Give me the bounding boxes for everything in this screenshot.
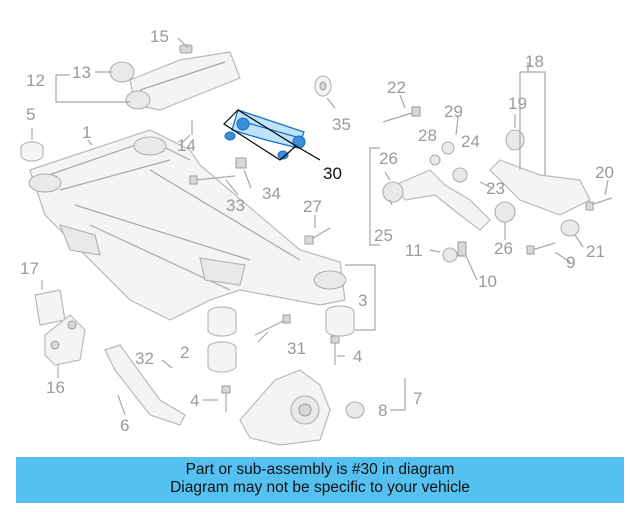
callout-27: 27 <box>303 197 322 216</box>
subframe <box>28 129 347 321</box>
callout-5: 5 <box>26 105 35 124</box>
callout-11: 11 <box>405 241 423 260</box>
callout-24: 24 <box>461 132 480 151</box>
toe-link <box>382 169 516 263</box>
trailing-strap <box>104 344 186 426</box>
callout-15: 15 <box>150 27 169 46</box>
info-banner: Part or sub-assembly is #30 in diagram D… <box>16 457 624 503</box>
callout-22: 22 <box>387 78 406 97</box>
callout-34: 34 <box>262 184 281 203</box>
callout-31: 31 <box>287 339 306 358</box>
callout-28: 28 <box>418 126 437 145</box>
callout-3: 3 <box>358 291 367 310</box>
callout-17: 17 <box>20 259 39 278</box>
callout-14: 14 <box>177 136 196 155</box>
knuckle <box>239 369 365 446</box>
callout-23: 23 <box>486 179 505 198</box>
callout-25: 25 <box>374 226 393 245</box>
callout-18: 18 <box>525 52 544 71</box>
callout-2: 2 <box>180 343 189 362</box>
callout-4a: 4 <box>353 347 362 366</box>
leader-lines <box>31 37 609 416</box>
banner-line-1: Part or sub-assembly is #30 in diagram <box>185 461 455 478</box>
callout-32: 32 <box>135 349 154 368</box>
callout-29: 29 <box>444 102 463 121</box>
callout-20: 20 <box>595 163 614 182</box>
callout-labels: 1 2 3 4 4 5 6 7 8 9 10 11 12 13 14 15 16… <box>20 27 614 435</box>
upper-control-arm <box>109 44 241 111</box>
bushing-5 <box>20 141 44 162</box>
callout-4b: 4 <box>190 391 199 410</box>
callout-26b: 26 <box>494 239 513 258</box>
callout-13: 13 <box>72 63 91 82</box>
callout-33: 33 <box>226 196 245 215</box>
callout-9: 9 <box>566 253 575 272</box>
callout-26a: 26 <box>379 149 398 168</box>
callout-7: 7 <box>413 389 422 408</box>
bushings <box>207 305 355 373</box>
callout-16: 16 <box>46 378 65 397</box>
callout-1: 1 <box>82 123 91 142</box>
callout-30: 30 <box>323 164 342 183</box>
parts-diagram: 1 2 3 4 4 5 6 7 8 9 10 11 12 13 14 15 16… <box>20 27 614 446</box>
highlighted-part-30 <box>224 109 306 169</box>
callout-8: 8 <box>378 401 387 420</box>
callout-21: 21 <box>586 242 605 261</box>
callout-19: 19 <box>508 94 527 113</box>
callout-35: 35 <box>332 115 351 134</box>
mount-bracket <box>34 289 86 366</box>
banner-line-2: Diagram may not be specific to your vehi… <box>170 479 470 496</box>
callout-6: 6 <box>120 416 129 435</box>
bushing-35 <box>314 75 332 97</box>
bolts <box>189 106 613 412</box>
callout-10: 10 <box>478 272 497 291</box>
callout-12: 12 <box>26 71 45 90</box>
